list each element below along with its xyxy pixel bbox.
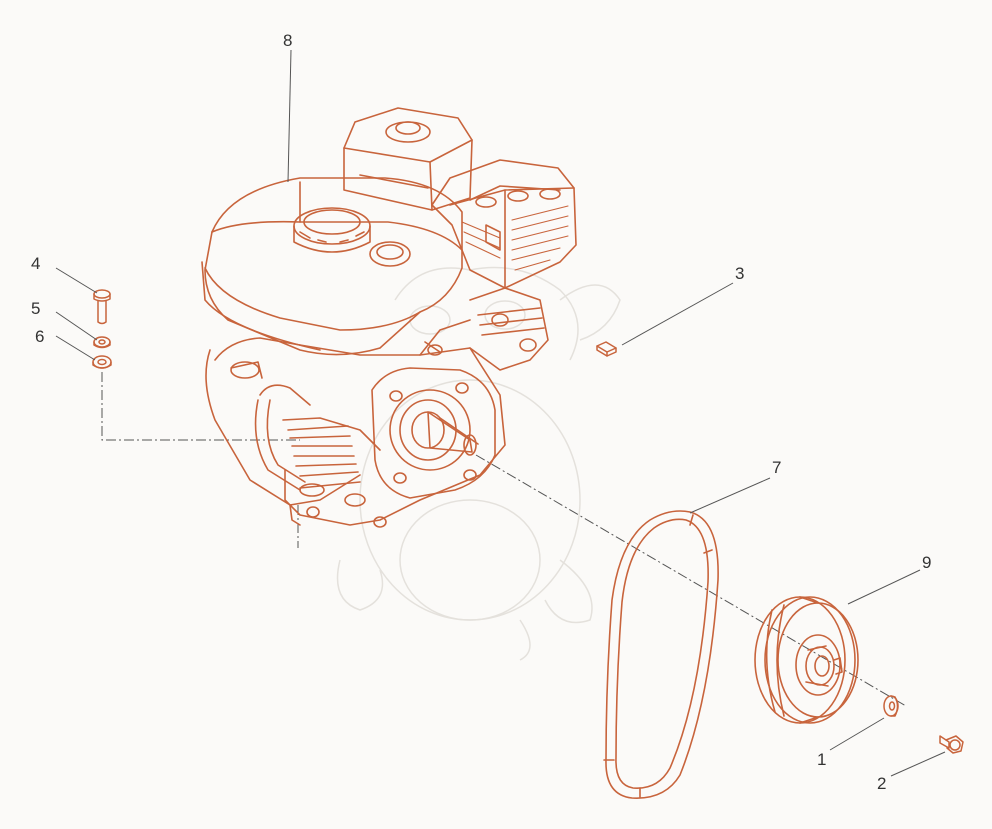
pulley-part-9 <box>754 596 859 724</box>
callout-1: 1 <box>817 750 826 769</box>
watermark-mascot <box>336 266 621 661</box>
key-part-3 <box>596 341 617 357</box>
engine-part-8 <box>201 107 577 528</box>
washer-part-6 <box>92 355 112 369</box>
bolt-part-4 <box>93 289 111 325</box>
washer-part-1 <box>883 695 899 717</box>
callout-2: 2 <box>877 774 886 793</box>
callout-3: 3 <box>735 264 744 283</box>
belt-part-7 <box>603 510 719 799</box>
callout-8: 8 <box>283 31 292 50</box>
callout-9: 9 <box>922 553 931 572</box>
callout-7: 7 <box>772 458 781 477</box>
assembly-lines <box>101 372 907 707</box>
washer-part-5 <box>93 336 111 349</box>
callout-6: 6 <box>35 327 44 346</box>
callout-4: 4 <box>31 254 40 273</box>
bolt-part-2 <box>939 735 964 754</box>
callout-5: 5 <box>31 299 40 318</box>
leader-lines <box>55 49 946 777</box>
callout-labels: 8 3 4 5 6 7 9 1 2 <box>31 31 931 793</box>
